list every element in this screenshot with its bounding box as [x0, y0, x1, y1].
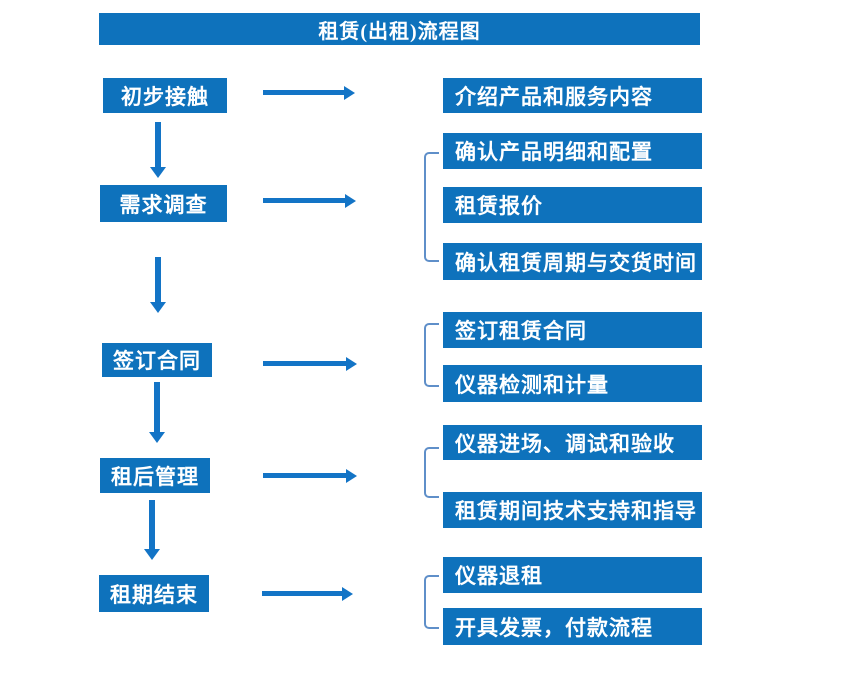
step-rental-end: 租期结束	[99, 575, 209, 612]
arrow-shaft	[149, 500, 155, 550]
arrow-shaft	[155, 257, 161, 303]
arrow-shaft	[263, 90, 346, 95]
arrow-shaft	[263, 473, 348, 478]
arrow-head-icon	[342, 587, 353, 601]
group-bracket-sign-contract	[424, 323, 439, 387]
right-arrow-1	[263, 86, 355, 100]
group-bracket-rental-end	[424, 575, 439, 629]
group-bracket-demand-survey	[424, 152, 439, 262]
group-bracket-post-rental	[424, 447, 439, 498]
arrow-head-icon	[144, 549, 160, 560]
arrow-shaft	[262, 591, 344, 596]
flowchart-title: 租赁(出租)流程图	[99, 13, 700, 45]
detail-instrument-entry-acceptance: 仪器进场、调试和验收	[443, 425, 702, 460]
arrow-head-icon	[149, 432, 165, 443]
step-demand-survey: 需求调查	[100, 185, 227, 222]
step-sign-contract: 签订合同	[102, 343, 212, 377]
arrow-head-icon	[344, 86, 355, 100]
detail-rental-tech-support: 租赁期间技术支持和指导	[443, 492, 702, 528]
down-arrow-2	[150, 257, 166, 313]
down-arrow-3	[149, 382, 165, 443]
arrow-shaft	[263, 361, 348, 366]
step-initial-contact: 初步接触	[103, 78, 227, 113]
detail-instrument-return: 仪器退租	[443, 557, 702, 593]
right-arrow-5	[262, 587, 353, 601]
step-post-rental-management: 租后管理	[100, 458, 210, 493]
arrow-head-icon	[345, 194, 356, 208]
detail-introduce-products: 介绍产品和服务内容	[443, 78, 702, 113]
right-arrow-4	[263, 469, 357, 483]
detail-sign-rental-contract: 签订租赁合同	[443, 312, 702, 348]
down-arrow-4	[144, 500, 160, 560]
arrow-shaft	[155, 122, 161, 168]
arrow-head-icon	[346, 357, 357, 371]
arrow-head-icon	[150, 302, 166, 313]
arrow-shaft	[154, 382, 160, 433]
down-arrow-1	[150, 122, 166, 178]
detail-confirm-rental-period: 确认租赁周期与交货时间	[443, 243, 702, 280]
right-arrow-3	[263, 357, 357, 371]
detail-confirm-product-config: 确认产品明细和配置	[443, 133, 702, 169]
arrow-head-icon	[150, 167, 166, 178]
detail-instrument-inspection: 仪器检测和计量	[443, 365, 702, 402]
arrow-shaft	[263, 198, 347, 203]
detail-rental-quote: 租赁报价	[443, 187, 702, 223]
right-arrow-2	[263, 194, 356, 208]
detail-invoice-payment: 开具发票，付款流程	[443, 608, 702, 645]
arrow-head-icon	[346, 469, 357, 483]
